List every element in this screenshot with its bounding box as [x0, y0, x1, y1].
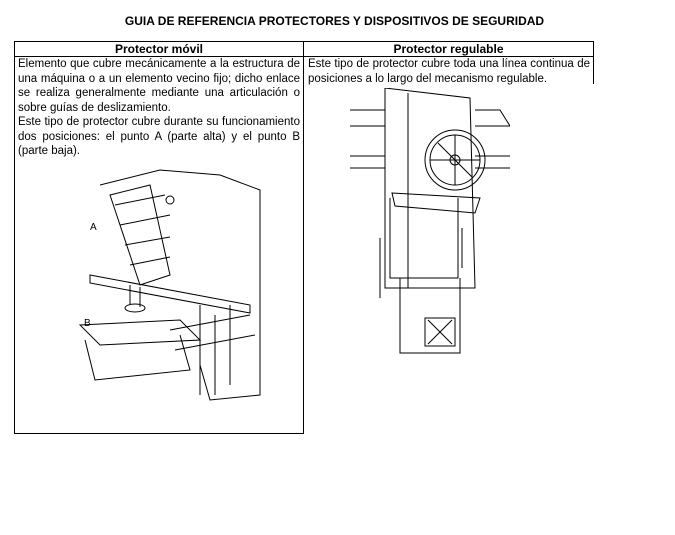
page-title: GUIA DE REFERENCIA PROTECTORES Y DISPOSI… [124, 14, 545, 28]
point-b-label: B [84, 318, 91, 329]
adjustable-guard-illustration [350, 88, 510, 354]
header-protector-movil: Protector móvil [114, 42, 204, 56]
movable-guard-illustration [78, 169, 261, 401]
table-left-column [14, 41, 304, 434]
divider [14, 56, 304, 57]
movil-description: Elemento que cubre mecánicamente a la es… [18, 58, 300, 114]
table-right-header [303, 41, 594, 57]
divider [303, 56, 304, 84]
movil-positions: Este tipo de protector cubre durante su … [18, 116, 300, 157]
header-protector-regulable: Protector regulable [393, 42, 504, 56]
point-a-label: A [90, 222, 97, 233]
divider [593, 56, 594, 84]
regulable-description: Este tipo de protector cubre toda una lí… [308, 58, 590, 85]
